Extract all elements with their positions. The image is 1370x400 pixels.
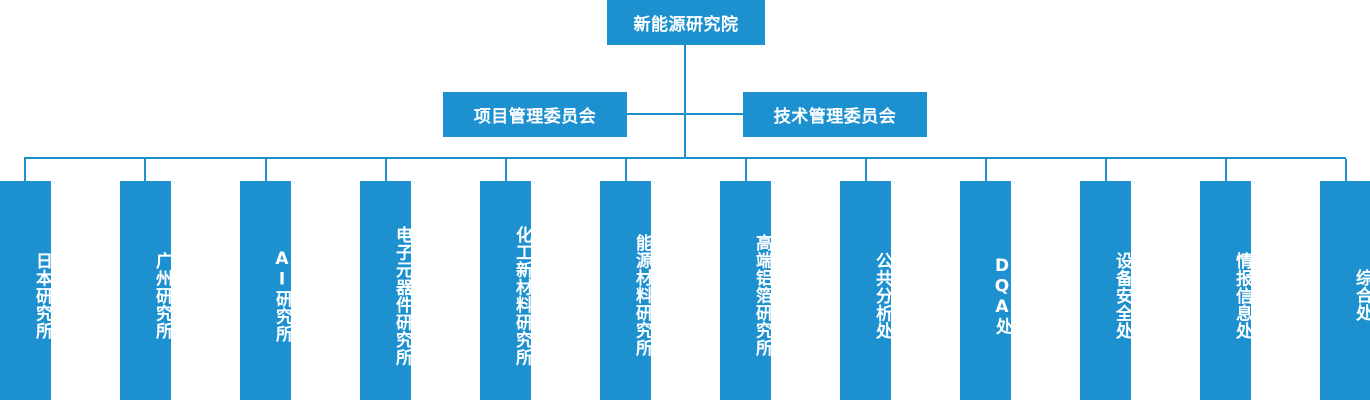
connector-dept-7 xyxy=(745,159,747,181)
connector-dept-6 xyxy=(625,159,627,181)
connector-dept-3b xyxy=(265,159,267,181)
node-department-chemical-new-materials[interactable]: 化工新材料研究所 xyxy=(480,181,532,400)
connector-dept-12 xyxy=(1345,159,1347,181)
node-department-equipment-safety[interactable]: 设备安全处 xyxy=(1080,181,1132,400)
connector-committee-bus xyxy=(626,113,743,115)
connector-dept-10 xyxy=(1105,159,1107,181)
connector-dept-2 xyxy=(144,159,146,181)
node-committee-technical-management[interactable]: 技术管理委员会 xyxy=(743,92,927,137)
connector-dept-1 xyxy=(24,159,26,181)
node-department-high-end-aluminum-foil[interactable]: 高端铝箔研究所 xyxy=(720,181,772,400)
node-department-intelligence-information[interactable]: 情报信息处 xyxy=(1200,181,1252,400)
node-root[interactable]: 新能源研究院 xyxy=(607,0,765,45)
connector-dept-11 xyxy=(1225,159,1227,181)
node-department-ai-institute[interactable]: AI研究所 xyxy=(240,181,292,400)
node-committee-project-management[interactable]: 项目管理委员会 xyxy=(443,92,627,137)
connector-dept-8 xyxy=(865,159,867,181)
connector-root-down xyxy=(684,45,686,158)
connector-department-bus xyxy=(24,157,1346,159)
node-department-dqa[interactable]: DQA处 xyxy=(960,181,1012,400)
connector-dept-5 xyxy=(505,159,507,181)
node-department-general-affairs[interactable]: 综合处 xyxy=(1320,181,1370,400)
node-department-electronic-components[interactable]: 电子元器件研究所 xyxy=(360,181,412,400)
node-department-japan-institute[interactable]: 日本研究所 xyxy=(0,181,52,400)
node-department-energy-materials[interactable]: 能源材料研究所 xyxy=(600,181,652,400)
connector-dept-4 xyxy=(385,159,387,181)
node-department-public-analysis[interactable]: 公共分析处 xyxy=(840,181,892,400)
connector-dept-9 xyxy=(985,159,987,181)
node-department-guangzhou-institute[interactable]: 广州研究所 xyxy=(120,181,172,400)
